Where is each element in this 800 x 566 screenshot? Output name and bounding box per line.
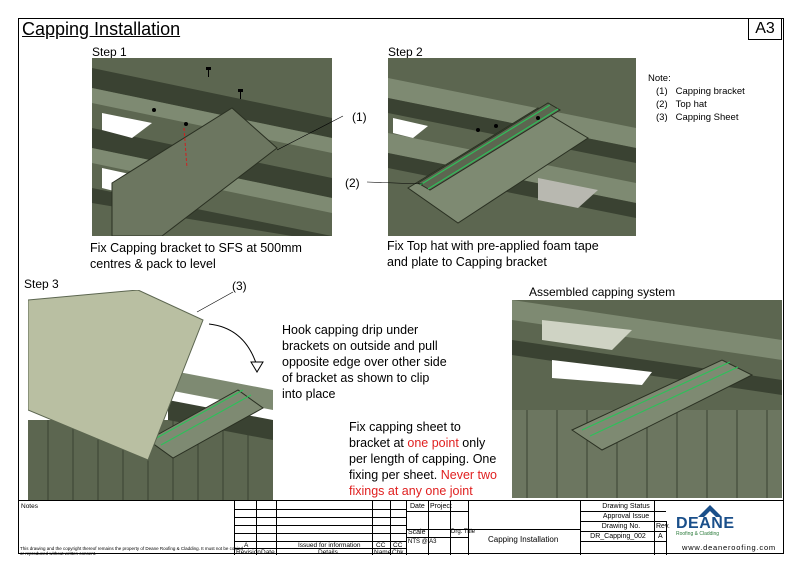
assembled-label: Assembled capping system bbox=[529, 285, 676, 299]
callout-leader-3 bbox=[196, 291, 234, 313]
step3-fix-caption: Fix capping sheet to bracket at one poin… bbox=[349, 420, 497, 498]
company-logo: DEANE Roofing & Cladding bbox=[676, 505, 735, 537]
step2-caption: Fix Top hat with pre-applied foam tape a… bbox=[387, 239, 599, 269]
copyright-notice: This drawing and the copyright thereof r… bbox=[20, 546, 243, 556]
scale-value: NTS @ A3 bbox=[408, 539, 437, 545]
rotation-arrow-icon bbox=[208, 323, 264, 373]
note-legend: Note: (1)Capping bracket (2)Top hat (3)C… bbox=[648, 73, 745, 123]
step1-caption: Fix Capping bracket to SFS at 500mm cent… bbox=[90, 241, 302, 271]
drg-title-header: Drg. Title bbox=[451, 529, 476, 535]
step2-label: Step 2 bbox=[388, 45, 423, 59]
step1-illustration bbox=[92, 58, 332, 236]
step2-illustration bbox=[388, 58, 636, 236]
date-header: Date bbox=[410, 503, 425, 510]
note-item: (2)Top hat bbox=[656, 99, 707, 110]
callout-leader-1 bbox=[276, 115, 344, 151]
step3-label: Step 3 bbox=[24, 277, 59, 291]
note-item: (1)Capping bracket bbox=[656, 86, 745, 97]
assembled-illustration bbox=[512, 300, 782, 498]
rev-header: Rev. bbox=[656, 523, 670, 530]
step3-illustration bbox=[28, 290, 273, 500]
step3-hook-caption: Hook capping drip under brackets on outs… bbox=[282, 323, 447, 401]
company-website: www.deaneroofing.com bbox=[682, 543, 776, 552]
project-header: Project bbox=[430, 503, 452, 510]
drawing-status-value: Approval Issue bbox=[602, 513, 650, 520]
callout-3: (3) bbox=[232, 279, 247, 293]
logo-roof-icon bbox=[698, 505, 722, 517]
drawing-frame bbox=[18, 18, 784, 554]
screw-icon bbox=[206, 64, 211, 77]
drawing-status-header: Drawing Status bbox=[602, 503, 650, 510]
title-block: Notes This drawing and the copyright the… bbox=[18, 500, 784, 556]
drawing-no-value: DR_Capping_002 bbox=[590, 533, 646, 540]
notes-label: Notes bbox=[21, 503, 38, 510]
drawing-title-value: Capping Installation bbox=[488, 535, 559, 544]
sheet-size-badge: A3 bbox=[748, 18, 782, 40]
rev-letter: A bbox=[244, 542, 249, 549]
issue-details: Issued for information bbox=[298, 542, 361, 549]
scale-header: Scale bbox=[408, 529, 426, 536]
callout-leader-2 bbox=[366, 181, 424, 185]
note-item: (3)Capping Sheet bbox=[656, 112, 739, 123]
step1-label: Step 1 bbox=[92, 45, 127, 59]
callout-2: (2) bbox=[345, 176, 360, 190]
screw-icon bbox=[238, 86, 243, 99]
callout-1: (1) bbox=[352, 110, 367, 124]
page-title: Capping Installation bbox=[22, 19, 181, 39]
drawing-no-header: Drawing No. bbox=[601, 523, 641, 530]
rev-value: A bbox=[658, 533, 663, 540]
